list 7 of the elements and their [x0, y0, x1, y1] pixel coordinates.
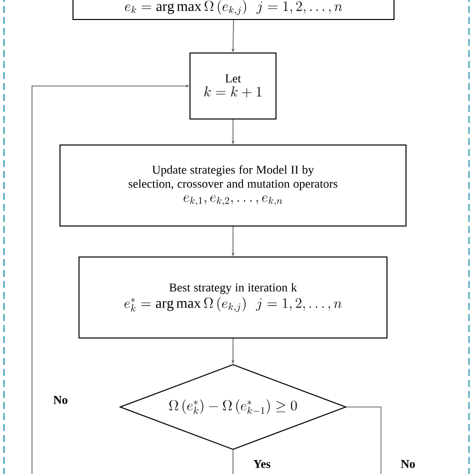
process-box: $e_k = \arg\max \Omega\left(e_{k,j}\right)\ \ j = 1, 2, \ldots, n$: [72, 0, 394, 20]
process-box: Best strategy in iteration k $e_k^{*} = \arg\max \Omega\left(e_{k,j}\right)\ \ j = 1, 2, \ldots, n$: [78, 256, 388, 338]
process-box: Let $k = k + 1$: [190, 52, 276, 120]
process-box: Update strategies for Model II by selection, crossover and mutation operators $e_{k,1}, e_{k,2}, \ldots, e_{k,n}$: [60, 144, 406, 226]
edge-label: Yes: [254, 460, 270, 468]
edge-label: No: [53, 396, 68, 404]
edge-label: No: [400, 460, 415, 468]
